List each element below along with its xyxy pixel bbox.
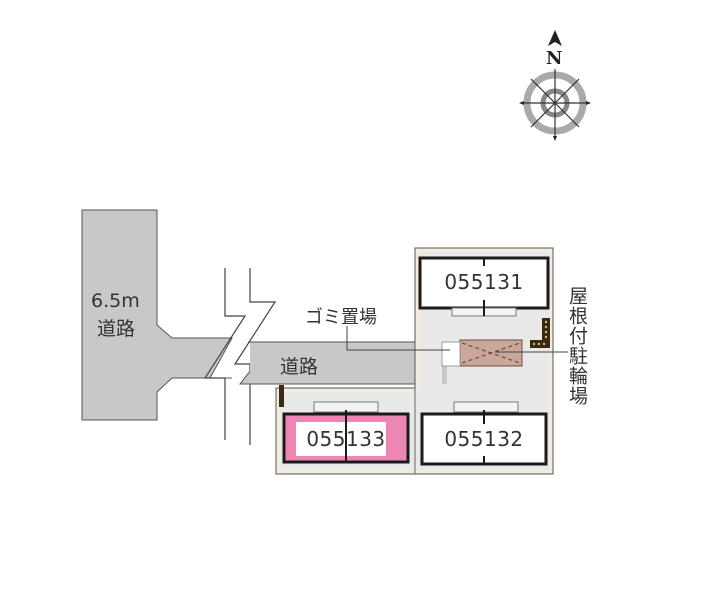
garbage-area-label: ゴミ置場 — [305, 307, 377, 328]
unit-055132[interactable]: 055132 — [444, 427, 524, 451]
access-road-label: 道路 — [280, 356, 319, 378]
compass-north-label: N — [546, 48, 563, 69]
compass-rose-icon — [519, 69, 591, 141]
north-arrow-icon — [548, 30, 562, 46]
main-road-width-label: 6.5m — [91, 290, 140, 312]
unit-055133-highlighted[interactable]: 055133 — [306, 427, 386, 451]
road-break-line-left — [203, 268, 247, 440]
unit-055131[interactable]: 055131 — [444, 270, 524, 294]
main-road-name-label: 道路 — [97, 318, 136, 340]
garbage-leader-line — [346, 326, 450, 351]
bicycle-parking-label: 屋根付駐輪場 — [566, 286, 588, 406]
